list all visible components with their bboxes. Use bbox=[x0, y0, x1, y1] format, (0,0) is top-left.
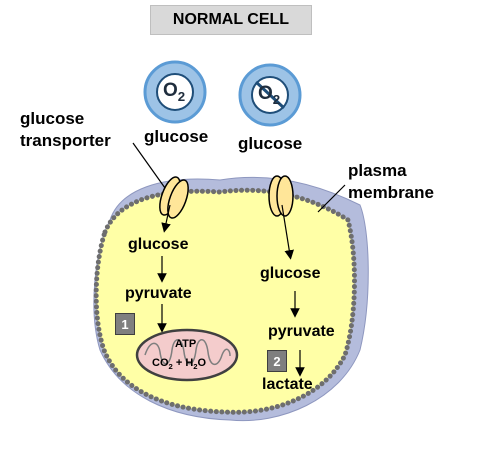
atp-label: ATP bbox=[175, 338, 197, 350]
arrow-left-1 bbox=[161, 204, 171, 233]
arrow-right-1 bbox=[281, 204, 294, 260]
glucose-transporter-label: glucose transporter bbox=[20, 109, 111, 150]
oxygen-label-left: O2 bbox=[163, 80, 186, 104]
glucose-transporter-right bbox=[268, 175, 294, 217]
glucose-outside-right: glucose bbox=[238, 134, 303, 153]
transporter-pointer bbox=[132, 142, 166, 189]
marker-2: 2 bbox=[267, 350, 287, 372]
oxygen-present-icon bbox=[143, 60, 207, 124]
glucose-outside-left: glucose bbox=[144, 127, 209, 146]
glucose-transporter-left bbox=[159, 176, 189, 219]
marker-1: 1 bbox=[115, 313, 135, 335]
glucose-inside-left: glucose bbox=[128, 236, 189, 253]
glucose-inside-right: glucose bbox=[260, 265, 321, 282]
plasma-membrane-label: plasma membrane bbox=[348, 161, 434, 202]
membrane-pointer bbox=[317, 184, 346, 213]
page-title: NORMAL CELL bbox=[150, 5, 312, 35]
lactate-label: lactate bbox=[262, 376, 313, 393]
oxygen-label-right: O2 bbox=[258, 83, 281, 107]
pyruvate-right: pyruvate bbox=[268, 323, 335, 340]
oxygen-absent-icon bbox=[238, 63, 302, 127]
co2-h2o-label: CO2 + H2O bbox=[152, 357, 207, 372]
mitochondrion bbox=[135, 328, 239, 382]
pyruvate-left: pyruvate bbox=[125, 285, 192, 302]
